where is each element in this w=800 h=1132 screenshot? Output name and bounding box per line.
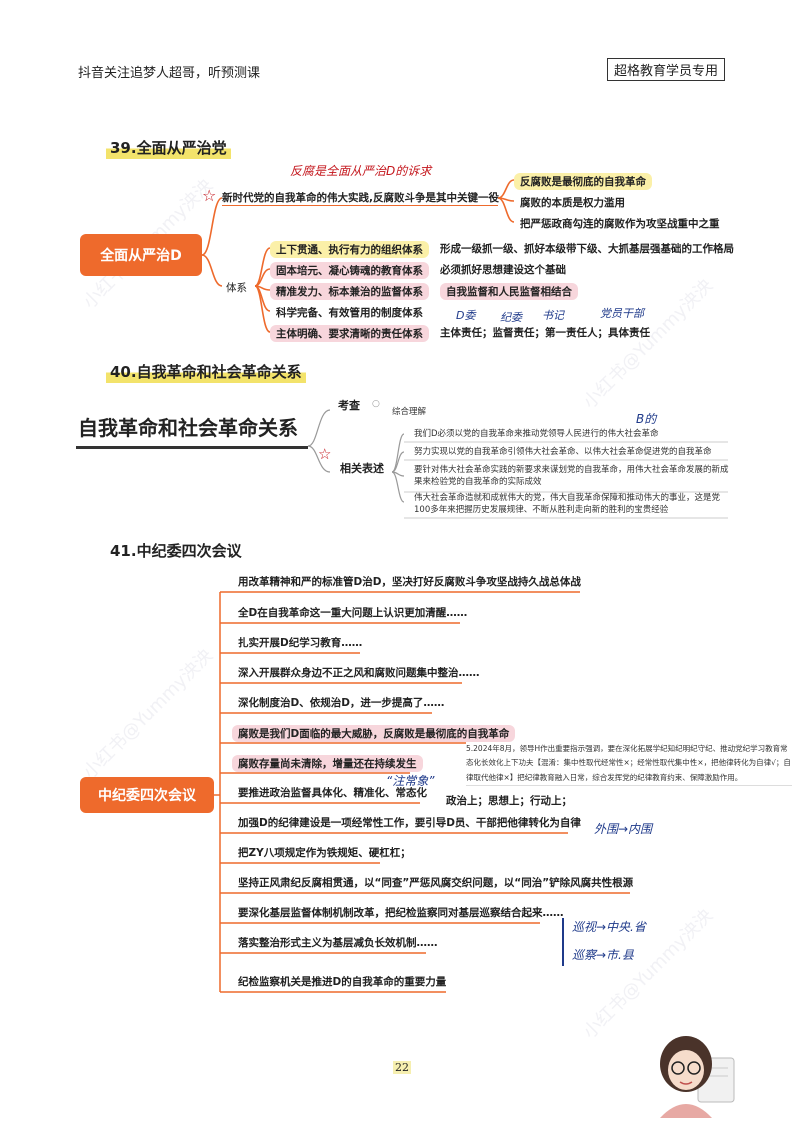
s39-row-5-right: 主体责任；监督责任；第一责任人；具体责任	[440, 327, 650, 339]
s39-row-2-right: 必须抓好思想建设这个基础	[440, 264, 566, 276]
s41-item-11: 坚持正风肃纪反腐相贯通，以“同查”严惩风腐交织问题，以“同治”铲除风腐共性根源	[238, 877, 634, 889]
s39-key-line: 新时代党的自我革命的伟大实践,反腐败斗争是其中关键一役	[222, 192, 499, 206]
s40-ink-note: B的	[636, 412, 657, 426]
s39-row-1-left: 上下贯通、执行有力的组织体系	[270, 241, 429, 258]
s39-row-4-left: 科学完备、有效管用的制度体系	[270, 304, 429, 321]
s39-row-2-left: 固本培元、凝心铸魂的教育体系	[270, 262, 429, 279]
s39-sub-2: 腐败的本质是权力滥用	[514, 194, 631, 211]
s41-connectors	[214, 591, 630, 993]
s41-item-3: 扎实开展D纪学习教育……	[238, 637, 363, 649]
section-40-title: 40.自我革命和社会革命关系	[106, 360, 306, 383]
s39-system-label: 体系	[226, 282, 247, 294]
handwritten-note: 反腐是全面从严治D的诉求	[290, 164, 432, 178]
s41-item-4: 深入开展群众身边不正之风和腐败问题集中整治……	[238, 667, 480, 679]
s41-ink-political: “注常象”	[386, 774, 435, 788]
s39-row-3-left: 精准发力、标本兼治的监督体系	[270, 283, 429, 300]
s41-item-12: 要深化基层监督体制机制改革，把纪检监察同对基层巡察结合起来……	[238, 907, 564, 919]
s41-item-9: 加强D的纪律建设是一项经常性工作，要引导D员、干部把他律转化为自律	[238, 817, 581, 829]
ink-bracket	[562, 918, 564, 966]
star-icon: ☆	[202, 186, 217, 205]
ink-note-2: 纪委	[500, 311, 522, 324]
s41-root-node: 中纪委四次会议	[80, 777, 214, 813]
s41-ink-outer: 外围→内围	[594, 822, 653, 836]
s41-item-10: 把ZY八项规定作为铁规矩、硬杠杠；	[238, 847, 411, 859]
s40-root-node: 自我革命和社会革命关系	[78, 416, 298, 440]
star-icon: ☆	[318, 445, 332, 463]
s40-connectors	[307, 409, 728, 519]
s39-row-5-left: 主体明确、要求清晰的责任体系	[270, 325, 429, 342]
s41-item-5: 深化制度治D、依规治D，进一步提高了……	[238, 697, 445, 709]
s40-quote-2: 努力实现以党的自我革命引领伟大社会革命、以伟大社会革命促进党的自我革命	[414, 447, 712, 457]
s41-item-7: 腐败存量尚未清除，增量还在持续发生	[232, 755, 423, 772]
ink-note-3: 书记	[542, 309, 564, 322]
header-left-text: 抖音关注追梦人超哥，听预测课	[78, 66, 261, 81]
s41-item-2: 全D在自我革命这一重大问题上认识更加清醒……	[238, 607, 468, 619]
ink-note-4: 党员干部	[600, 307, 644, 320]
s40-quote-1: 我们D必须以党的自我革命来推动党领导人民进行的伟大社会革命	[414, 429, 659, 439]
header-right-label: 超格教育学员专用	[607, 58, 726, 81]
s39-sub-3: 把严惩政商勾连的腐败作为攻坚战重中之重	[514, 215, 726, 232]
s40-related-label: 相关表述	[340, 462, 384, 475]
s39-sub-1: 反腐败是最彻底的自我革命	[514, 173, 652, 190]
s41-item-1: 用改革精神和严的标准管D治D，坚决打好反腐败斗争攻坚战持久战总体战	[238, 576, 581, 588]
s39-row-3-right: 自我监督和人民监督相结合	[440, 283, 578, 300]
s40-quote-4: 伟大社会革命造就和成就伟大的党，伟大自我革命保障和推动伟大的事业，这是党100多…	[414, 493, 721, 516]
s41-item-8: 要推进政治监督具体化、精准化、常态化	[238, 787, 427, 799]
s40-underline	[76, 446, 308, 449]
s40-exam-value: 综合理解	[392, 407, 427, 417]
avatar-illustration	[660, 1036, 735, 1118]
s41-item-6: 腐败是我们D面临的最大威胁，反腐败是最彻底的自我革命	[232, 725, 516, 742]
page-number: 22	[393, 1061, 411, 1074]
s39-connectors	[201, 179, 515, 333]
s41-political: 政治上；思想上；行动上；	[446, 795, 572, 807]
s41-item-14: 纪检监察机关是推进D的自我革命的重要力量	[238, 976, 447, 988]
s41-ink-patrol-2: 巡察→市.县	[572, 948, 634, 962]
s40-exam-bullet: ○	[372, 399, 380, 409]
s40-exam-label: 考查	[338, 399, 360, 412]
section-41-title: 41.中纪委四次会议	[110, 542, 242, 560]
s41-note-box: 5.2024年8月，领导H作出重要指示强调，要在深化拓展学纪知纪明纪守纪、推动党…	[466, 742, 792, 786]
section-39-title: 39.全面从严治党	[106, 136, 231, 159]
s39-row-1-right: 形成一级抓一级、抓好本级带下级、大抓基层强基础的工作格局	[440, 243, 734, 255]
s41-item-13: 落实整治形式主义为基层减负长效机制……	[238, 937, 438, 949]
ink-note-1: D委	[456, 309, 476, 322]
s40-quote-3: 要针对伟大社会革命实践的新要求来谋划党的自我革命，用伟大社会革命发展的新成果来检…	[414, 465, 729, 488]
s41-ink-patrol-1: 巡视→中央.省	[572, 920, 646, 934]
s39-root-node: 全面从严治D	[80, 234, 202, 276]
